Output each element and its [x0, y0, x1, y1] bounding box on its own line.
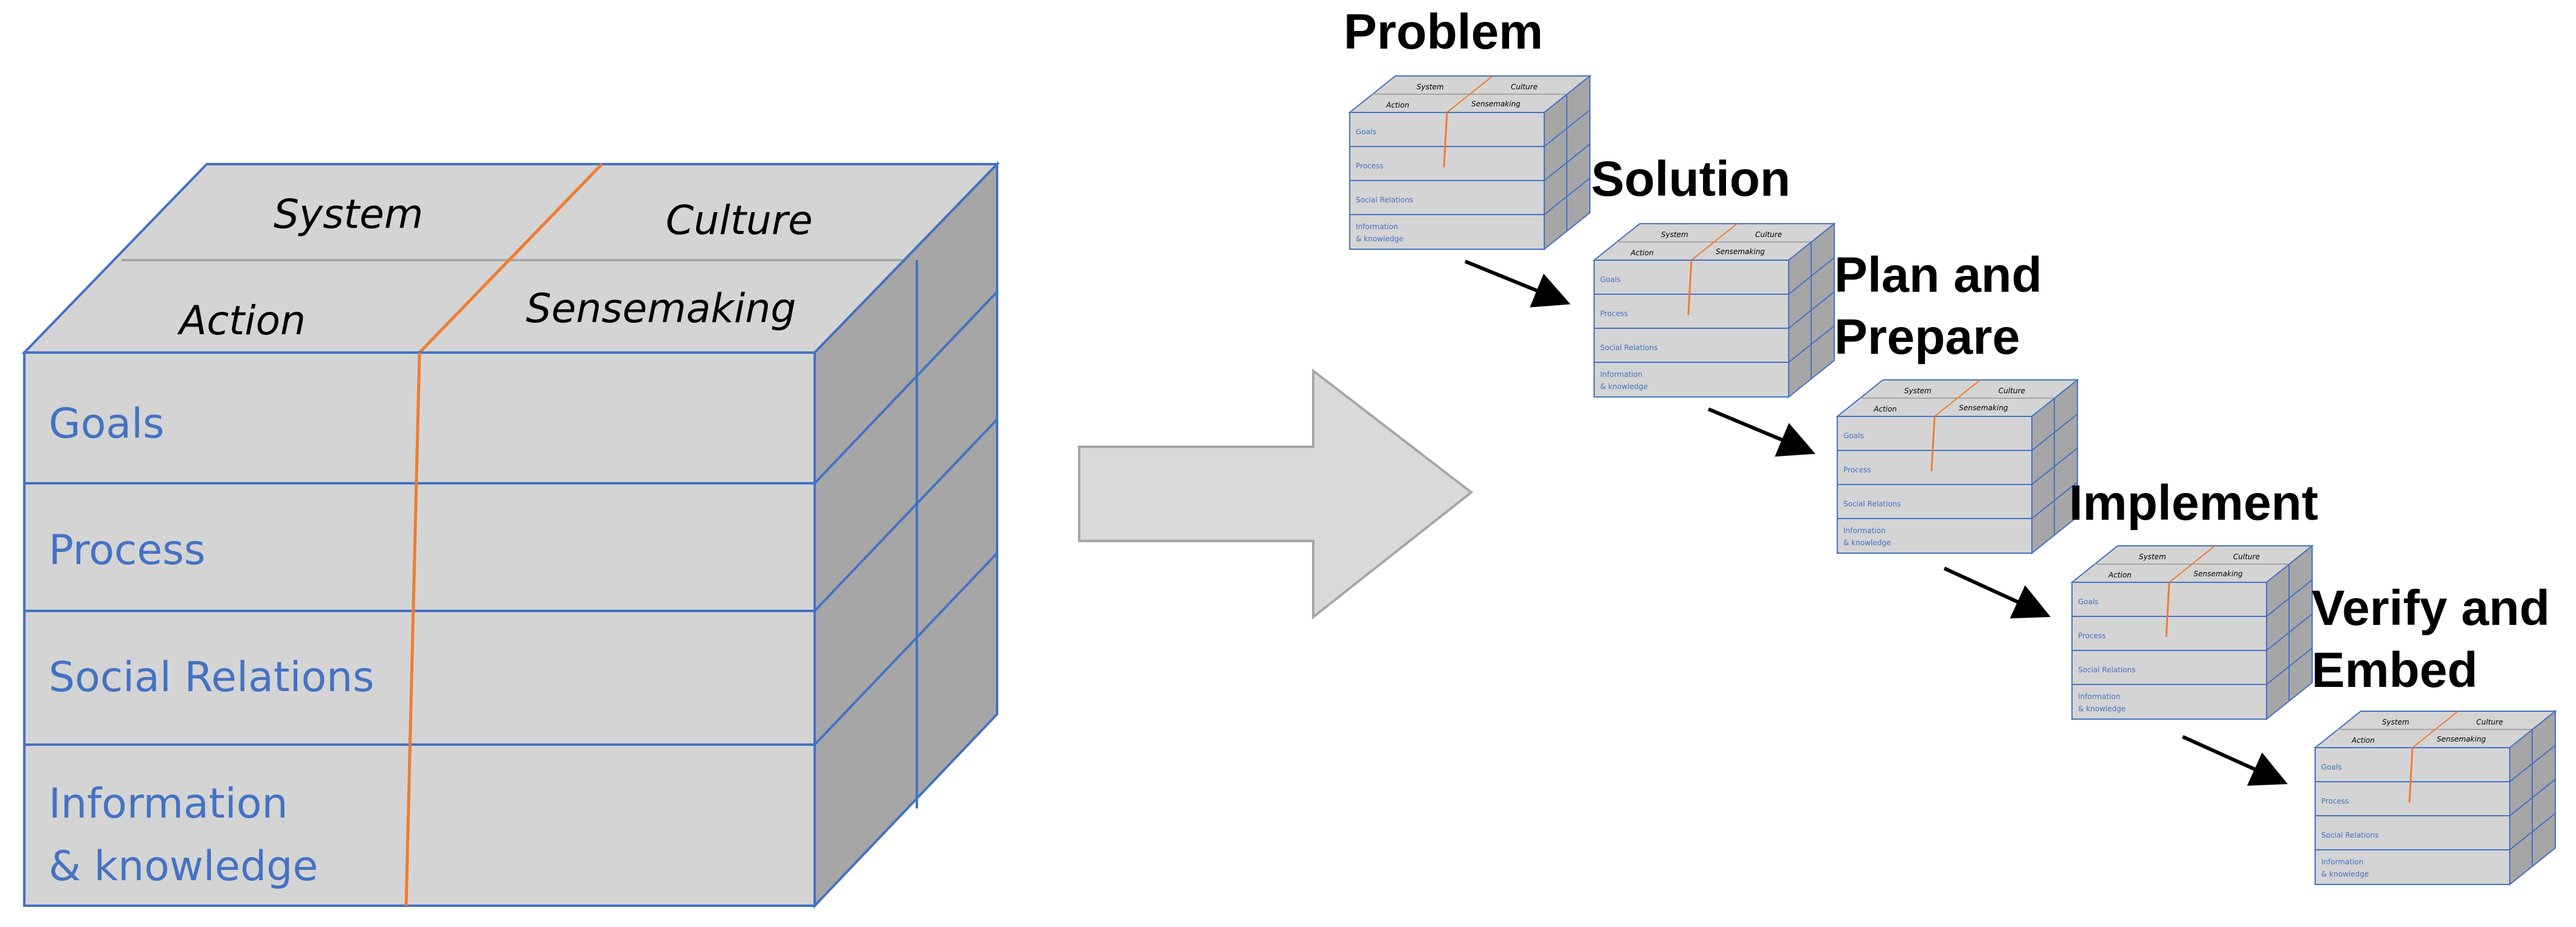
- big-cube: System Culture Action Sensemaking Goals …: [21, 161, 1000, 909]
- cube-top-orange-divider: [418, 163, 603, 354]
- transition-arrow: [1078, 368, 1474, 620]
- mini-axis-label: System: [2139, 553, 2166, 561]
- row-label-knowledge: & knowledge: [49, 843, 318, 891]
- cube-side-row-line-3: [813, 552, 998, 746]
- step-label-plan-line2: Prepare: [1834, 309, 2020, 365]
- axis-label-system: System: [274, 191, 423, 238]
- mini-axis-label: System: [1417, 83, 1444, 91]
- mini-row-label: Goals: [1356, 128, 1376, 136]
- mini-axis-label: Culture: [2233, 553, 2260, 561]
- cube-side-row-line-1: [813, 291, 998, 484]
- mini-top-divider: [1934, 379, 1981, 417]
- mini-axis-label: Action: [2351, 736, 2375, 745]
- mini-axis-label: Action: [1386, 101, 1409, 109]
- mini-row-label: Information: [1843, 526, 1885, 535]
- mini-row-label: Goals: [2078, 598, 2099, 606]
- step-label-solution: Solution: [1591, 151, 1790, 207]
- mini-axis-label: Culture: [1998, 387, 2025, 395]
- step-arrow-1: [1464, 260, 1571, 308]
- mini-top-divider: [2412, 711, 2459, 748]
- mini-axis-label: System: [1661, 230, 1688, 239]
- mini-row-label: Information: [1600, 370, 1642, 379]
- cube-front-orange-divider: [404, 352, 421, 906]
- mini-front-divider: [2165, 582, 2170, 638]
- cube-side-row-line-2: [813, 418, 998, 612]
- mini-row-label: Social Relations: [2321, 831, 2379, 839]
- mini-row-label: Process: [2078, 632, 2106, 640]
- mini-row-label: Goals: [1600, 275, 1621, 284]
- mini-row-label: Process: [1843, 466, 1871, 474]
- mini-row-label: Process: [2321, 797, 2349, 805]
- mini-row-label: Goals: [2321, 763, 2342, 771]
- row-label-information: Information: [49, 780, 288, 828]
- mini-row-label: Process: [1356, 162, 1384, 170]
- mini-row-label: & knowledge: [1356, 235, 1403, 243]
- mini-row-label: Social Relations: [1843, 500, 1901, 508]
- step-label-implement: Implement: [2069, 475, 2318, 531]
- row-label-process: Process: [49, 526, 205, 574]
- step-arrow-4: [2181, 735, 2288, 786]
- step-label-plan-line1: Plan and: [1834, 247, 2042, 303]
- mini-row-label: Social Relations: [1356, 196, 1414, 204]
- step-arrow-3: [1943, 567, 2051, 619]
- mini-axis-label: Culture: [1755, 230, 1782, 239]
- mini-row-label: Process: [1600, 309, 1628, 318]
- mini-row-label: Social Relations: [1600, 343, 1658, 352]
- mini-axis-label: Culture: [2476, 718, 2503, 726]
- axis-label-sensemaking: Sensemaking: [526, 285, 796, 332]
- mini-axis-label: Culture: [1511, 83, 1538, 91]
- mini-front-divider: [1687, 260, 1693, 315]
- mini-axis-label: Action: [2108, 571, 2132, 579]
- mini-row-label: & knowledge: [2078, 705, 2125, 713]
- step-arrow-2: [1707, 407, 1816, 457]
- cube-front-face: [23, 351, 816, 907]
- mini-top-divider: [2169, 545, 2215, 583]
- mini-front-divider: [1930, 416, 1936, 472]
- mini-front-divider: [2408, 747, 2414, 803]
- row-label-social-relations: Social Relations: [49, 653, 375, 701]
- step-label-verify-line2: Embed: [2312, 643, 2478, 698]
- mini-row-label: Information: [2321, 858, 2363, 866]
- step-label-verify-line1: Verify and: [2312, 581, 2550, 636]
- mini-row-label: & knowledge: [1600, 382, 1648, 391]
- mini-axis-label: Action: [1873, 405, 1897, 413]
- mini-top-divider: [1691, 223, 1738, 261]
- mini-axis-label: Sensemaking: [1959, 404, 2008, 412]
- row-label-goals: Goals: [49, 400, 164, 448]
- mini-row-label: & knowledge: [1843, 539, 1891, 547]
- axis-label-action: Action: [177, 297, 306, 344]
- axis-label-culture: Culture: [666, 197, 813, 244]
- mini-row-label: Goals: [1843, 432, 1864, 440]
- mini-row-label: & knowledge: [2321, 870, 2369, 878]
- mini-axis-label: System: [1904, 387, 1932, 395]
- mini-axis-label: System: [2382, 718, 2409, 726]
- mini-axis-label: Sensemaking: [2437, 735, 2486, 743]
- mini-row-label: Information: [1356, 222, 1398, 231]
- mini-axis-label: Sensemaking: [1716, 247, 1765, 256]
- step-label-problem: Problem: [1344, 4, 1543, 60]
- mini-axis-label: Action: [1630, 249, 1654, 257]
- mini-row-label: Information: [2078, 692, 2120, 701]
- mini-axis-label: Sensemaking: [1471, 100, 1521, 108]
- mini-front-divider: [1443, 112, 1448, 168]
- mini-top-divider: [1446, 75, 1493, 113]
- mini-row-label: Social Relations: [2078, 666, 2136, 674]
- mini-axis-label: Sensemaking: [2194, 570, 2243, 578]
